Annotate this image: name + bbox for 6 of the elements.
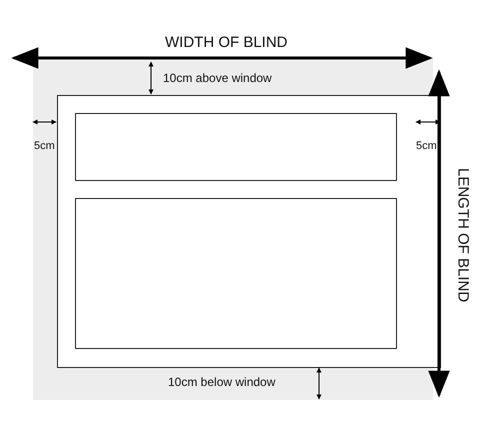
dimension-text: LENGTH OF BLIND [454, 168, 472, 302]
dimension-text: WIDTH OF BLIND [165, 34, 288, 51]
dimension-text: 10cm below window [168, 375, 276, 389]
dimension-text: 5cm [416, 140, 437, 152]
dimension-text: 10cm above window [163, 71, 272, 85]
dimension-text: 5cm [34, 140, 55, 152]
